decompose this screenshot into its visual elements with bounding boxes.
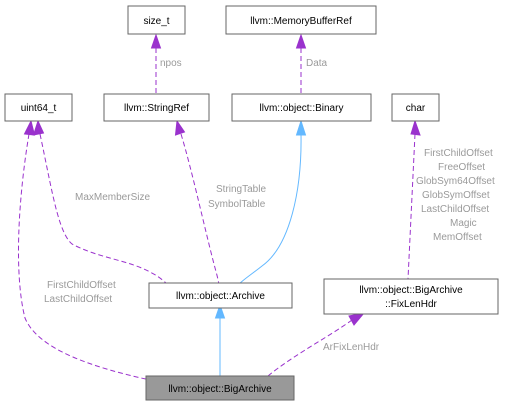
edge-label-last-child-offset: LastChildOffset bbox=[44, 294, 112, 305]
edge-max-member-size-arrow bbox=[32, 119, 45, 136]
edge-ar-fix-len-hdr-arrow bbox=[348, 312, 366, 326]
edge-label-char-member-3: GlobSymOffset bbox=[422, 190, 490, 201]
node-size-t[interactable]: size_t bbox=[127, 5, 186, 35]
node-memory-buffer-ref[interactable]: llvm::MemoryBufferRef bbox=[225, 5, 377, 35]
node-fix-len-hdr[interactable]: llvm::object::BigArchive ::FixLenHdr bbox=[323, 278, 499, 315]
edge-char-members-arrow bbox=[410, 119, 421, 136]
edge-label-char-member-5: Magic bbox=[450, 218, 477, 229]
node-memory-buffer-ref-label: llvm::MemoryBufferRef bbox=[250, 16, 352, 27]
edge-label-char-member-4: LastChildOffset bbox=[421, 204, 489, 215]
edge-label-npos: npos bbox=[160, 58, 182, 69]
edge-label-ar-fix-len-hdr: ArFixLenHdr bbox=[323, 342, 380, 353]
edge-label-char-member-0: FirstChildOffset bbox=[424, 148, 493, 159]
node-string-ref-label: llvm::StringRef bbox=[124, 103, 189, 114]
node-uint64-t[interactable]: uint64_t bbox=[4, 93, 73, 122]
node-fix-len-hdr-label-1: llvm::object::BigArchive bbox=[359, 285, 463, 296]
node-size-t-label: size_t bbox=[143, 16, 169, 27]
node-binary[interactable]: llvm::object::Binary bbox=[231, 93, 372, 122]
node-archive[interactable]: llvm::object::Archive bbox=[148, 282, 293, 309]
node-char[interactable]: char bbox=[391, 93, 440, 122]
edge-label-char-member-2: GlobSym64Offset bbox=[416, 176, 495, 187]
node-big-archive-label: llvm::object::BigArchive bbox=[168, 384, 272, 395]
edge-inherit-binary-arrow bbox=[295, 119, 307, 136]
edge-child-offsets-arrow bbox=[23, 119, 36, 136]
node-uint64-t-label: uint64_t bbox=[21, 103, 57, 114]
edge-max-member-size bbox=[39, 133, 171, 287]
edge-inherit-binary bbox=[237, 133, 302, 286]
edge-npos-arrow bbox=[150, 33, 162, 49]
edge-label-char-member-1: FreeOffset bbox=[438, 162, 485, 173]
edge-label-char-member-6: MemOffset bbox=[433, 232, 482, 243]
edge-data-arrow bbox=[295, 33, 307, 49]
edge-child-offsets bbox=[17, 133, 151, 381]
node-char-label: char bbox=[406, 103, 426, 114]
edge-label-data: Data bbox=[306, 58, 328, 69]
edge-label-first-child-offset: FirstChildOffset bbox=[47, 280, 116, 291]
edge-label-max-member-size: MaxMemberSize bbox=[75, 192, 150, 203]
edge-inherit-archive-arrow bbox=[214, 303, 226, 319]
node-string-ref[interactable]: llvm::StringRef bbox=[103, 93, 210, 122]
node-fix-len-hdr-label-2: ::FixLenHdr bbox=[385, 299, 437, 310]
edge-label-string-table: StringTable bbox=[216, 184, 266, 195]
edge-label-symbol-table: SymbolTable bbox=[208, 199, 266, 210]
node-big-archive[interactable]: llvm::object::BigArchive bbox=[145, 375, 295, 401]
node-archive-label: llvm::object::Archive bbox=[176, 291, 265, 302]
edge-char-members bbox=[407, 133, 416, 280]
node-binary-label: llvm::object::Binary bbox=[260, 103, 344, 114]
edge-string-table-arrow bbox=[174, 119, 186, 136]
edge-string-table bbox=[180, 133, 220, 286]
edge-ar-fix-len-hdr bbox=[267, 319, 353, 377]
